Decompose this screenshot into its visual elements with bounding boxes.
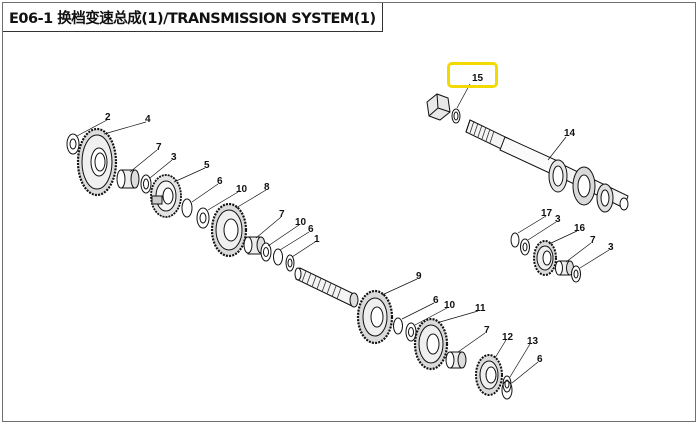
leader-lines xyxy=(76,83,610,384)
title-box: E06-1 换档变速总成(1)/TRANSMISSION SYSTEM(1) xyxy=(3,3,383,32)
callout-4: 4 xyxy=(145,114,151,125)
gear-8 xyxy=(210,202,248,258)
callout-7a: 7 xyxy=(156,142,162,153)
gear-9 xyxy=(356,289,394,345)
callout-11: 11 xyxy=(475,303,486,314)
callout-9: 9 xyxy=(416,271,422,282)
callout-1: 1 xyxy=(314,234,320,245)
callout-12: 12 xyxy=(502,332,514,343)
callout-7c: 7 xyxy=(590,235,596,246)
gear-12 xyxy=(475,354,503,396)
circlip-6-d xyxy=(501,380,513,400)
callout-7b: 7 xyxy=(279,209,285,220)
washer-2 xyxy=(66,133,80,155)
washer-3-c xyxy=(571,265,581,283)
callout-7d: 7 xyxy=(484,325,490,336)
callout-10b: 10 xyxy=(295,217,307,228)
callout-labels: 15 14 2 4 7 3 5 6 10 8 7 10 6 1 17 3 16 … xyxy=(105,73,614,365)
circlip-6-a xyxy=(181,198,193,218)
page-title: E06-1 换档变速总成(1)/TRANSMISSION SYSTEM(1) xyxy=(9,10,376,27)
bearing-7-c xyxy=(555,260,574,276)
washer-3-a xyxy=(140,174,152,194)
callout-3c: 3 xyxy=(608,242,614,253)
callout-16: 16 xyxy=(574,223,586,234)
nut-15 xyxy=(426,93,461,124)
callout-13: 13 xyxy=(527,336,539,347)
washer-13 xyxy=(502,375,512,393)
gear-11 xyxy=(413,317,449,371)
callout-8: 8 xyxy=(264,182,270,193)
washer-1 xyxy=(285,254,295,272)
callout-6b: 6 xyxy=(308,224,314,235)
washer-10-b xyxy=(260,242,272,262)
circlip-6-c xyxy=(393,317,403,335)
callout-6c: 6 xyxy=(433,295,439,306)
callout-10a: 10 xyxy=(236,184,248,195)
bearing-7-a xyxy=(116,169,140,189)
output-shaft-14 xyxy=(465,119,629,213)
callout-3a: 3 xyxy=(171,152,177,163)
callout-15: 15 xyxy=(472,73,484,84)
bearing-7-b xyxy=(243,236,266,255)
circlip-6-b xyxy=(273,248,283,266)
callout-17: 17 xyxy=(541,208,553,219)
washer-10-a xyxy=(196,207,210,229)
callout-3b: 3 xyxy=(555,214,561,225)
gear-4 xyxy=(76,127,118,197)
washer-3-b xyxy=(520,238,530,256)
gear-16 xyxy=(533,240,557,276)
callout-5: 5 xyxy=(204,160,210,171)
callout-2: 2 xyxy=(105,112,111,123)
callout-14: 14 xyxy=(564,128,576,139)
callout-6a: 6 xyxy=(217,176,223,187)
main-shaft xyxy=(294,267,359,308)
washer-10-c xyxy=(405,322,417,342)
hub-5 xyxy=(150,174,182,218)
callout-6d: 6 xyxy=(537,354,543,365)
circlip-17 xyxy=(510,232,520,248)
bearing-7-d xyxy=(445,351,467,369)
highlight-box-part-15 xyxy=(447,62,498,88)
callout-10c: 10 xyxy=(444,300,456,311)
